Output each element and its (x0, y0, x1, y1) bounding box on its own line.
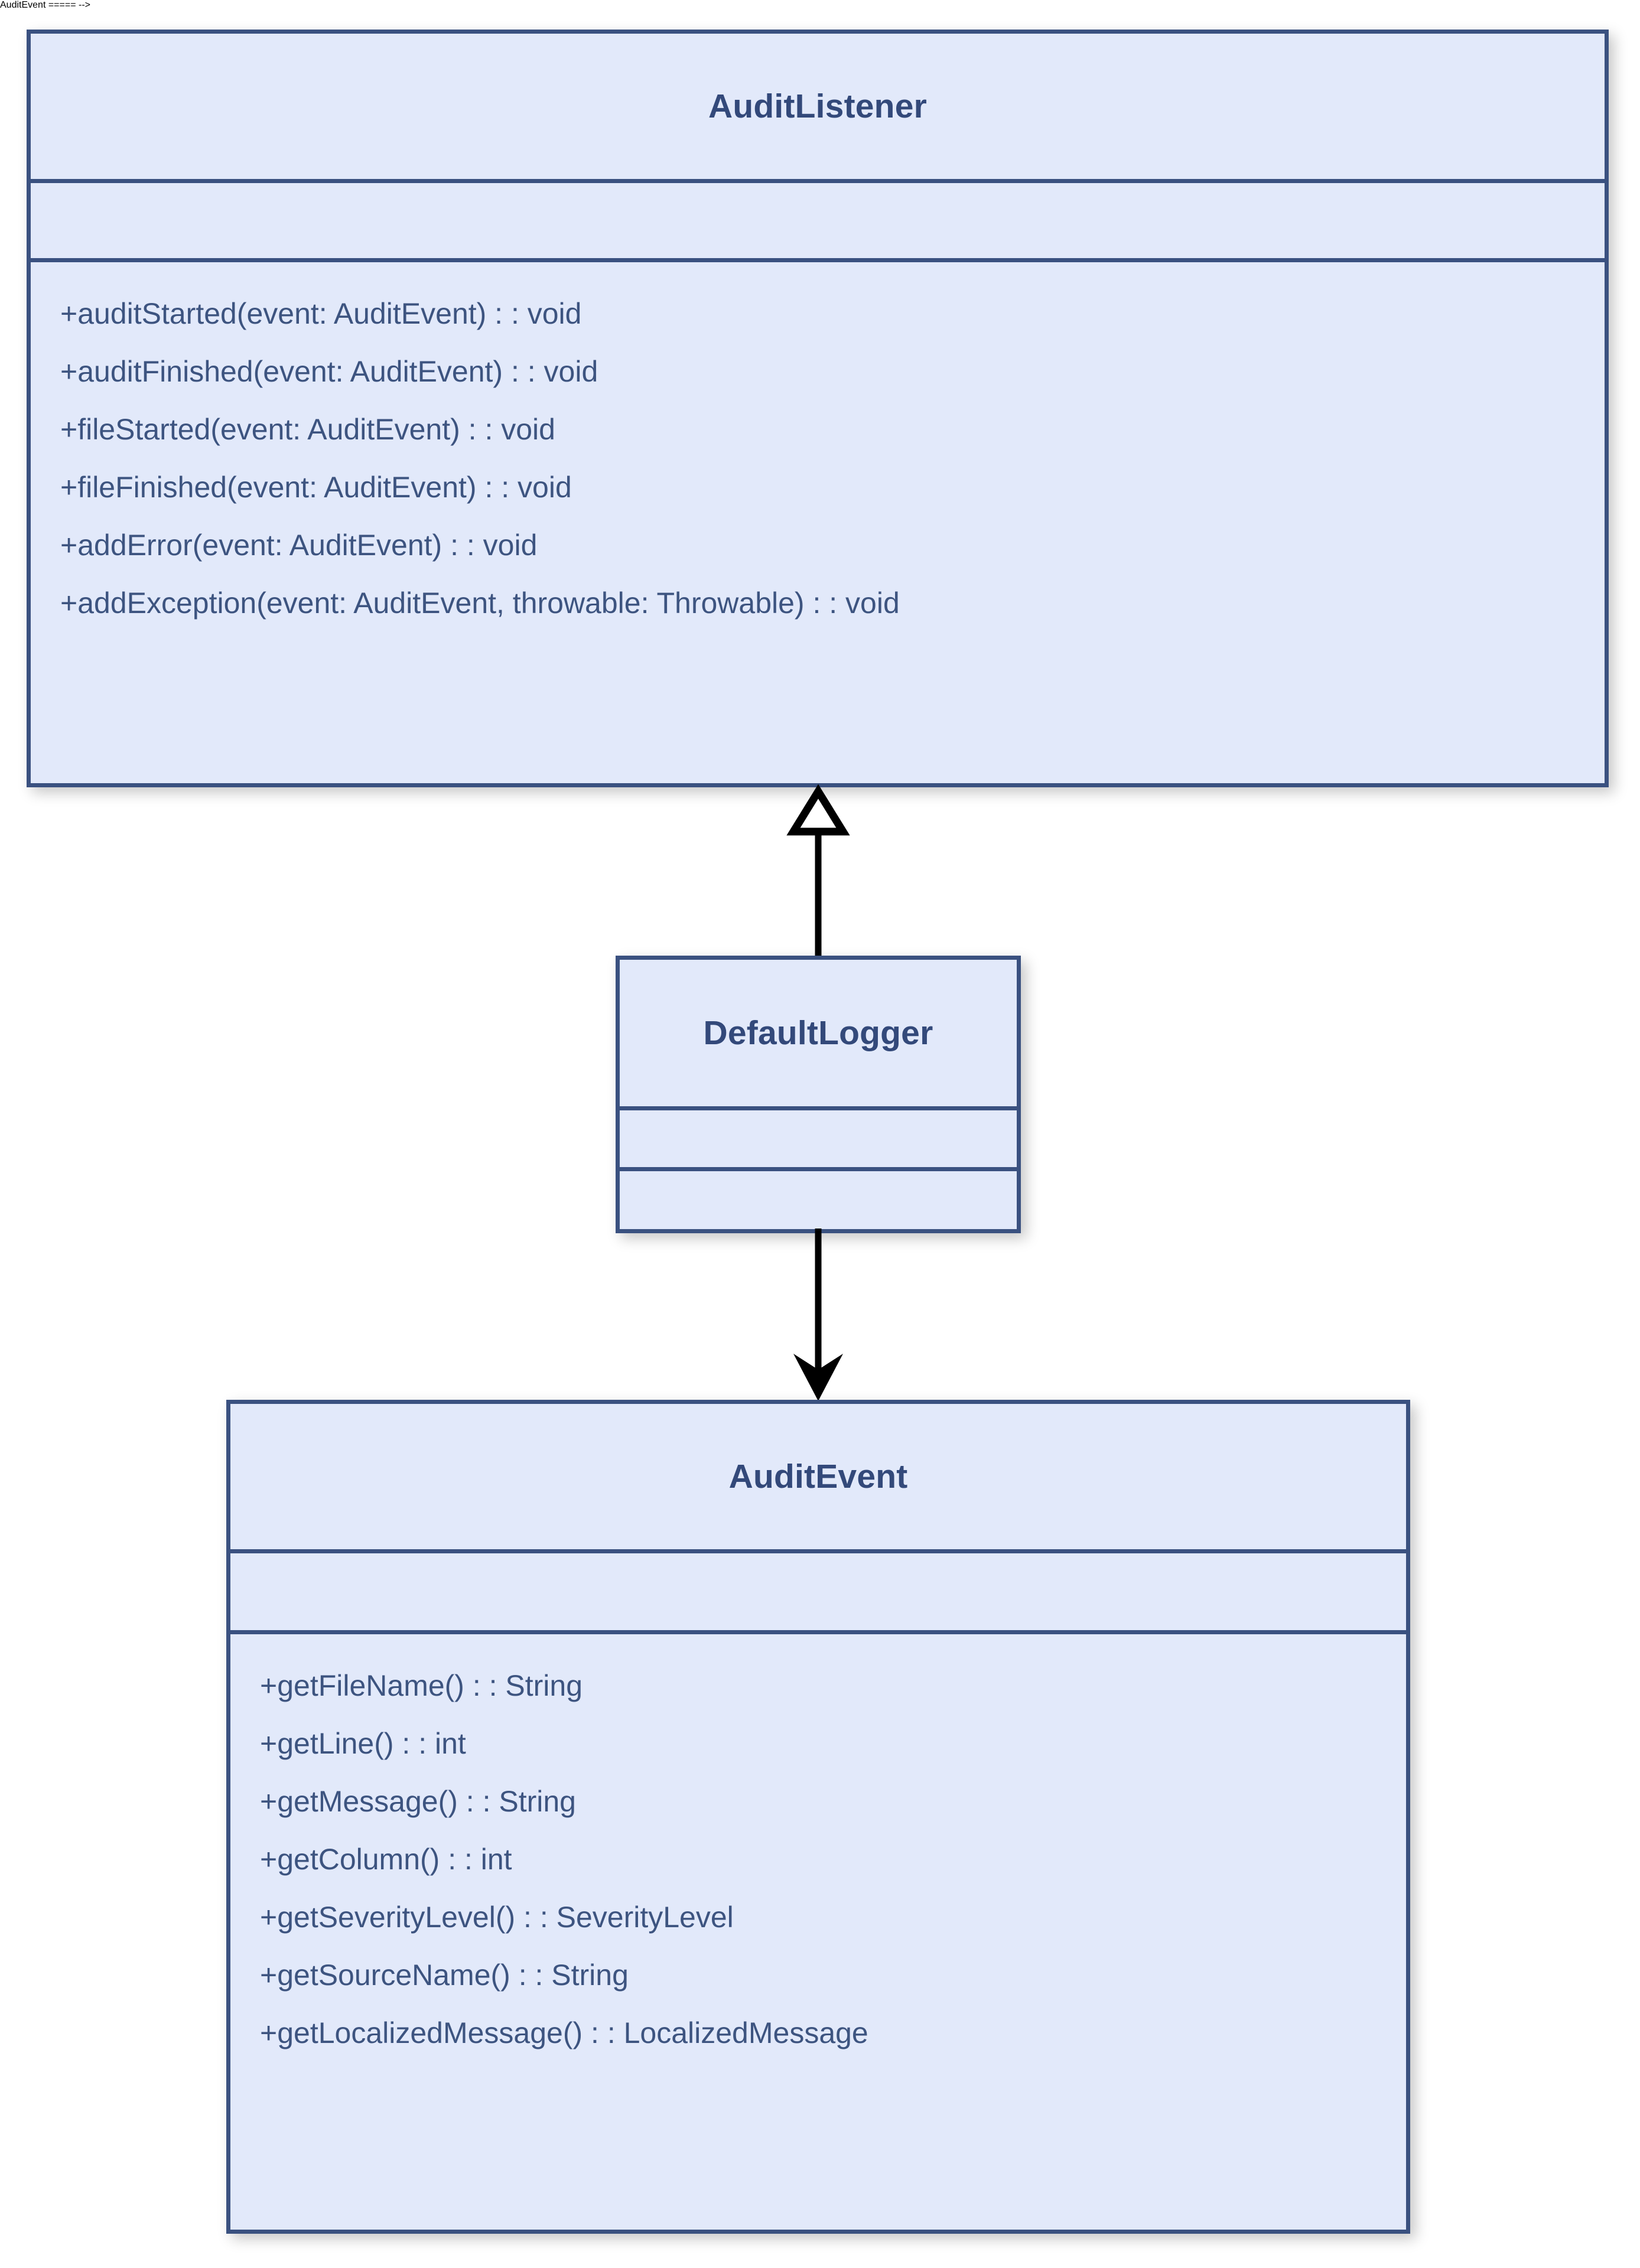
class-title-compartment-audit-listener: AuditListener (31, 34, 1605, 183)
method-item: +auditFinished(event: AuditEvent) : : vo… (60, 355, 598, 388)
method-item: +fileFinished(event: AuditEvent) : : voi… (60, 471, 572, 504)
class-attributes-compartment-default-logger (620, 1110, 1017, 1171)
class-box-default-logger[interactable]: DefaultLogger (616, 956, 1021, 1233)
class-attributes-compartment-audit-event (230, 1553, 1406, 1634)
generalization-connector-defaultlogger-to-auditlistener (786, 784, 850, 963)
class-title-compartment-default-logger: DefaultLogger (620, 960, 1017, 1110)
class-name-audit-event: AuditEvent (728, 1457, 908, 1495)
method-list-audit-event: +getFileName() : : String +getLine() : :… (260, 1660, 1406, 2065)
class-name-audit-listener: AuditListener (708, 87, 927, 125)
class-methods-compartment-audit-event: +getFileName() : : String +getLine() : :… (230, 1634, 1406, 2065)
method-list-audit-listener: +auditStarted(event: AuditEvent) : : voi… (60, 288, 1605, 636)
class-box-audit-event[interactable]: AuditEvent +getFileName() : : String +ge… (226, 1400, 1410, 2234)
method-item: +addError(event: AuditEvent) : : void (60, 529, 538, 562)
hollow-triangle-arrowhead-icon (786, 784, 850, 836)
class-methods-compartment-audit-listener: +auditStarted(event: AuditEvent) : : voi… (31, 262, 1605, 636)
method-item: +getLine() : : int (260, 1727, 466, 1760)
class-box-audit-listener[interactable]: AuditListener +auditStarted(event: Audit… (27, 30, 1609, 787)
class-title-compartment-audit-event: AuditEvent (230, 1404, 1406, 1553)
method-item: +getColumn() : : int (260, 1843, 512, 1876)
dependency-connector-defaultlogger-to-auditevent (793, 1228, 843, 1401)
method-item: +fileStarted(event: AuditEvent) : : void (60, 413, 555, 446)
method-item: +getSourceName() : : String (260, 1959, 629, 1992)
class-attributes-compartment-audit-listener (31, 183, 1605, 262)
method-item: +getMessage() : : String (260, 1785, 576, 1818)
method-item: +getLocalizedMessage() : : LocalizedMess… (260, 2016, 868, 2049)
method-item: +getSeverityLevel() : : SeverityLevel (260, 1901, 734, 1934)
solid-arrowhead-icon (793, 1354, 843, 1401)
method-item: +auditStarted(event: AuditEvent) : : voi… (60, 297, 582, 330)
class-methods-compartment-default-logger (620, 1171, 1017, 1229)
method-item: +addException(event: AuditEvent, throwab… (60, 586, 900, 620)
method-item: +getFileName() : : String (260, 1669, 583, 1702)
class-name-default-logger: DefaultLogger (703, 1014, 933, 1052)
